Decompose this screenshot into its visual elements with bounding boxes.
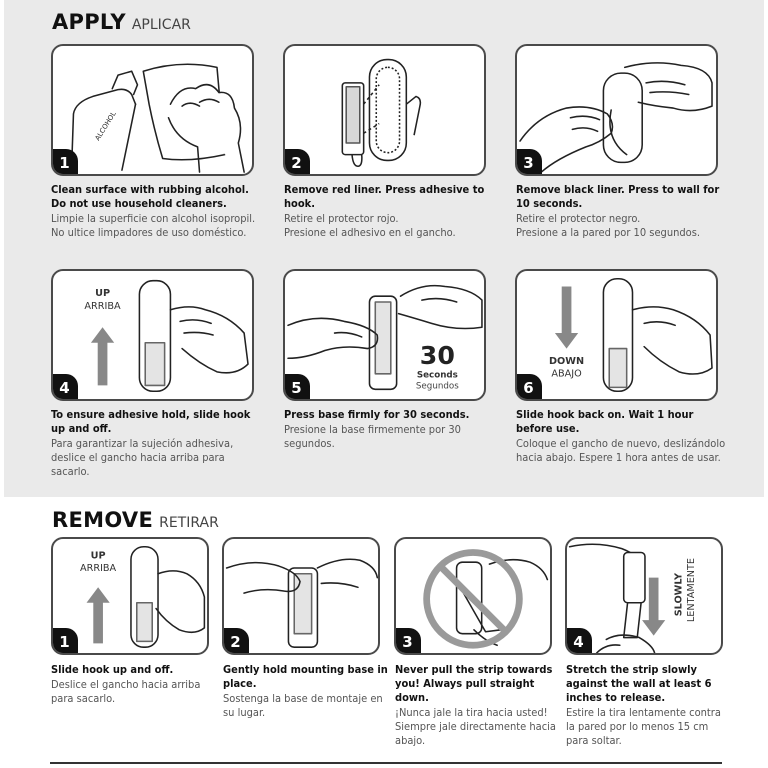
direction-label-en: DOWN [549, 356, 584, 367]
instruction-es: Retire el protector negro. Presione a la… [516, 212, 700, 239]
instruction-en: Slide hook back on. Wait 1 hour before u… [516, 408, 694, 435]
up-arrow-icon [86, 587, 110, 644]
direction-label-en: SLOWLY [674, 572, 685, 616]
apply-step-1-illustration: ALCOHOL 1 [51, 44, 254, 176]
instruction-es: Retire el protector rojo. Presione el ad… [284, 212, 456, 239]
apply-step-4-illustration: UP ARRIBA 4 [51, 269, 254, 401]
step-number-badge: 2 [224, 628, 249, 653]
instruction-es: Deslice el gancho hacia arriba para saca… [51, 678, 201, 705]
step-number-badge: 2 [285, 149, 310, 174]
instruction-en: Remove black liner. Press to wall for 10… [516, 183, 720, 210]
step-number-badge: 4 [567, 628, 592, 653]
slide-hook-up-icon: UP ARRIBA [84, 279, 249, 393]
apply-heading: APPLY APLICAR [52, 10, 191, 34]
remove-subtitle: RETIRAR [159, 515, 219, 531]
instruction-en: Press base firmly for 30 seconds. [284, 408, 470, 421]
timer-unit-es: Segundos [416, 381, 459, 391]
instruction-en: Slide hook up and off. [51, 663, 174, 676]
instruction-es: Para garantizar la sujeción adhesiva, de… [51, 437, 234, 478]
press-base-icon: 30 Seconds Segundos [287, 284, 483, 391]
slide-hook-down-icon: DOWN ABAJO [549, 277, 713, 393]
step-number-badge: 1 [53, 628, 78, 653]
apply-step-3-caption: Remove black liner. Press to wall for 10… [516, 183, 726, 240]
instruction-en: Stretch the strip slowly against the wal… [566, 663, 712, 704]
slide-hook-up-icon: UP ARRIBA [80, 545, 206, 648]
instruction-es: Presione la base firmemente por 30 segun… [284, 423, 461, 450]
instruction-en: Gently hold mounting base in place. [223, 663, 388, 690]
direction-label-en: UP [91, 550, 106, 561]
remove-step-3-illustration: 3 [394, 537, 552, 655]
direction-label-es: LENTAMENTE [686, 558, 697, 622]
direction-label-es: ARRIBA [84, 301, 121, 312]
down-arrow-icon [642, 577, 666, 636]
step-number-badge: 5 [285, 374, 310, 399]
remove-step-2-caption: Gently hold mounting base in place. Sost… [223, 663, 388, 720]
direction-label-en: UP [95, 288, 110, 299]
apply-step-6-illustration: DOWN ABAJO 6 [515, 269, 718, 401]
prohibited-icon [423, 549, 523, 649]
timer-number: 30 [420, 341, 455, 370]
instruction-es: ¡Nunca jale la tira hacia usted! Siempre… [395, 706, 556, 747]
up-arrow-icon [90, 327, 115, 386]
down-arrow-icon [554, 286, 579, 349]
apply-title: APPLY [52, 10, 126, 34]
direction-label-es: ABAJO [551, 369, 582, 380]
hold-base-icon [225, 558, 378, 648]
adhesive-to-hook-icon [341, 58, 422, 168]
apply-step-5-caption: Press base firmly for 30 seconds. Presio… [284, 408, 489, 451]
step-number-badge: 6 [517, 374, 542, 399]
apply-step-2-illustration: 2 [283, 44, 486, 176]
remove-step-1-caption: Slide hook up and off. Deslice el gancho… [51, 663, 216, 706]
remove-title: REMOVE [52, 508, 154, 532]
bottom-divider [50, 762, 722, 764]
apply-step-2-caption: Remove red liner. Press adhesive to hook… [284, 183, 489, 240]
clean-surface-icon: ALCOHOL [70, 63, 245, 173]
step-number-badge: 1 [53, 149, 78, 174]
remove-step-3-caption: Never pull the strip towards you! Always… [395, 663, 560, 748]
remove-step-1-illustration: UP ARRIBA 1 [51, 537, 209, 655]
remove-step-2-illustration: 2 [222, 537, 380, 655]
apply-step-5-illustration: 30 Seconds Segundos 5 [283, 269, 486, 401]
stretch-strip-icon: SLOWLY LENTAMENTE [568, 543, 697, 653]
remove-heading: REMOVE RETIRAR [52, 508, 219, 532]
apply-step-6-caption: Slide hook back on. Wait 1 hour before u… [516, 408, 726, 465]
apply-step-1-caption: Clean surface with rubbing alcohol. Do n… [51, 183, 261, 240]
remove-step-4-illustration: SLOWLY LENTAMENTE 4 [565, 537, 723, 655]
instruction-es: Sostenga la base de montaje en su lugar. [223, 692, 383, 719]
press-to-wall-icon [519, 62, 713, 173]
do-not-pull-icon [423, 549, 549, 649]
remove-step-4-caption: Stretch the strip slowly against the wal… [566, 663, 731, 748]
apply-subtitle: APLICAR [131, 17, 191, 33]
apply-step-4-caption: To ensure adhesive hold, slide hook up a… [51, 408, 261, 479]
timer-unit-en: Seconds [417, 371, 458, 381]
apply-step-3-illustration: 3 [515, 44, 718, 176]
instruction-es: Coloque el gancho de nuevo, deslizándolo… [516, 437, 726, 464]
instruction-es: Limpie la superficie con alcohol isoprop… [51, 212, 256, 239]
step-number-badge: 4 [53, 374, 78, 399]
direction-label-es: ARRIBA [80, 563, 116, 574]
instruction-en: Remove red liner. Press adhesive to hook… [284, 183, 485, 210]
instruction-es: Estire la tira lentamente contra la pare… [566, 706, 721, 747]
step-number-badge: 3 [396, 628, 421, 653]
step-number-badge: 3 [517, 149, 542, 174]
instruction-en: To ensure adhesive hold, slide hook up a… [51, 408, 251, 435]
instruction-en: Never pull the strip towards you! Always… [395, 663, 553, 704]
instruction-en: Clean surface with rubbing alcohol. Do n… [51, 183, 249, 210]
